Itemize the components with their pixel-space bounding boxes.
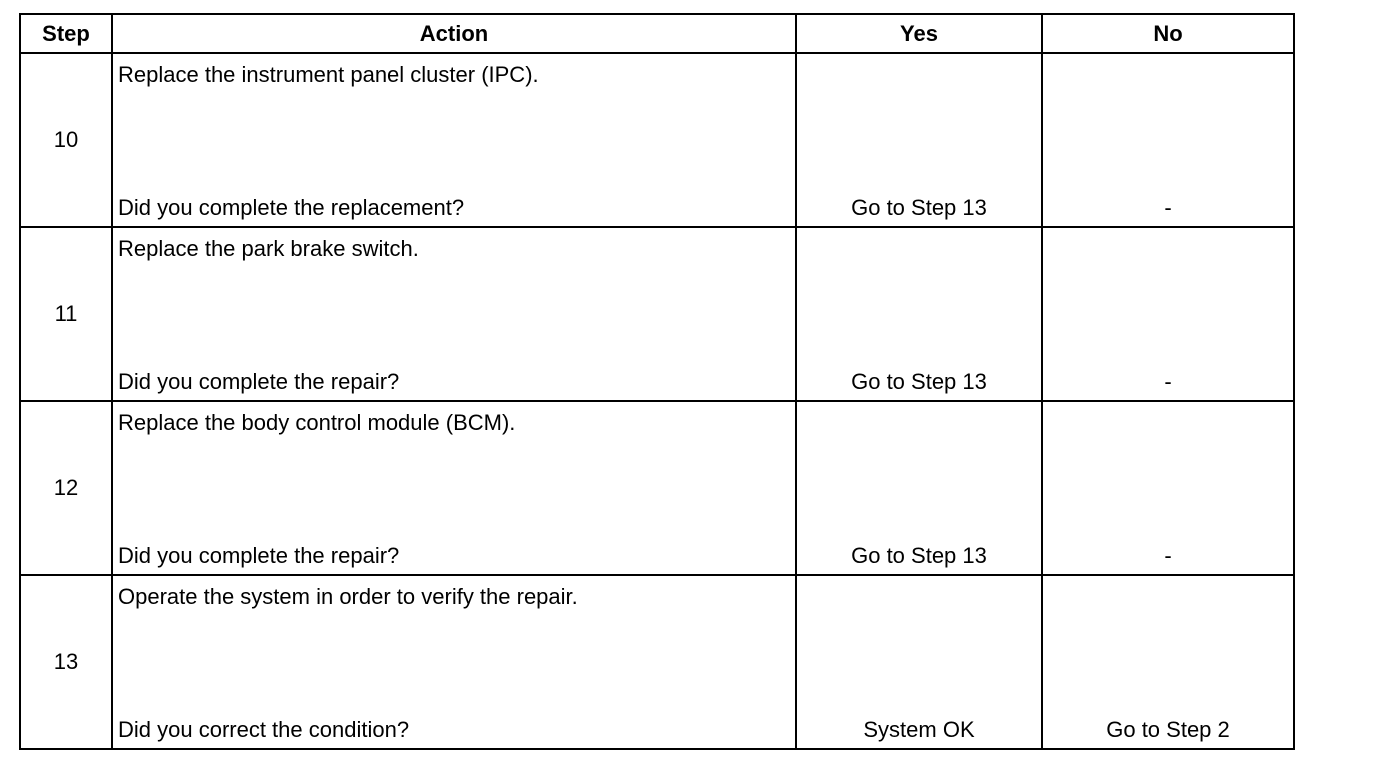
action-instruction: Operate the system in order to verify th… xyxy=(118,584,578,609)
no-result: - xyxy=(1164,543,1172,568)
action-cell: Replace the instrument panel cluster (IP… xyxy=(111,52,797,228)
header-yes: Yes xyxy=(795,13,1043,54)
no-cell: - xyxy=(1041,52,1295,228)
table-row: 10 Replace the instrument panel cluster … xyxy=(19,52,1295,228)
yes-result: Go to Step 13 xyxy=(851,369,987,394)
action-instruction: Replace the instrument panel cluster (IP… xyxy=(118,62,539,87)
step-number: 12 xyxy=(19,400,113,576)
yes-cell: Go to Step 13 xyxy=(795,226,1043,402)
action-cell: Operate the system in order to verify th… xyxy=(111,574,797,750)
yes-cell: Go to Step 13 xyxy=(795,400,1043,576)
header-step: Step xyxy=(19,13,113,54)
action-question: Did you complete the repair? xyxy=(118,543,400,568)
header-no: No xyxy=(1041,13,1295,54)
yes-result: Go to Step 13 xyxy=(851,543,987,568)
diagnostic-steps-table: Step Action Yes No 10 Replace the instru… xyxy=(19,13,1295,750)
action-cell: Replace the body control module (BCM). D… xyxy=(111,400,797,576)
yes-result: Go to Step 13 xyxy=(851,195,987,220)
action-question: Did you complete the repair? xyxy=(118,369,400,394)
no-result: - xyxy=(1164,195,1172,220)
action-instruction: Replace the park brake switch. xyxy=(118,236,419,261)
diagnostic-table-container: Step Action Yes No 10 Replace the instru… xyxy=(19,13,1295,750)
no-cell: - xyxy=(1041,226,1295,402)
action-instruction: Replace the body control module (BCM). xyxy=(118,410,516,435)
no-cell: - xyxy=(1041,400,1295,576)
action-cell: Replace the park brake switch. Did you c… xyxy=(111,226,797,402)
action-question: Did you correct the condition? xyxy=(118,717,410,742)
table-row: 11 Replace the park brake switch. Did yo… xyxy=(19,226,1295,402)
yes-result: System OK xyxy=(863,717,975,742)
no-cell: Go to Step 2 xyxy=(1041,574,1295,750)
step-number: 10 xyxy=(19,52,113,228)
action-question: Did you complete the replacement? xyxy=(118,195,465,220)
step-number: 13 xyxy=(19,574,113,750)
yes-cell: Go to Step 13 xyxy=(795,52,1043,228)
table-row: 12 Replace the body control module (BCM)… xyxy=(19,400,1295,576)
step-number: 11 xyxy=(19,226,113,402)
no-result: Go to Step 2 xyxy=(1106,717,1230,742)
table-header-row: Step Action Yes No xyxy=(19,13,1295,54)
table-row: 13 Operate the system in order to verify… xyxy=(19,574,1295,750)
yes-cell: System OK xyxy=(795,574,1043,750)
no-result: - xyxy=(1164,369,1172,394)
header-action: Action xyxy=(111,13,797,54)
